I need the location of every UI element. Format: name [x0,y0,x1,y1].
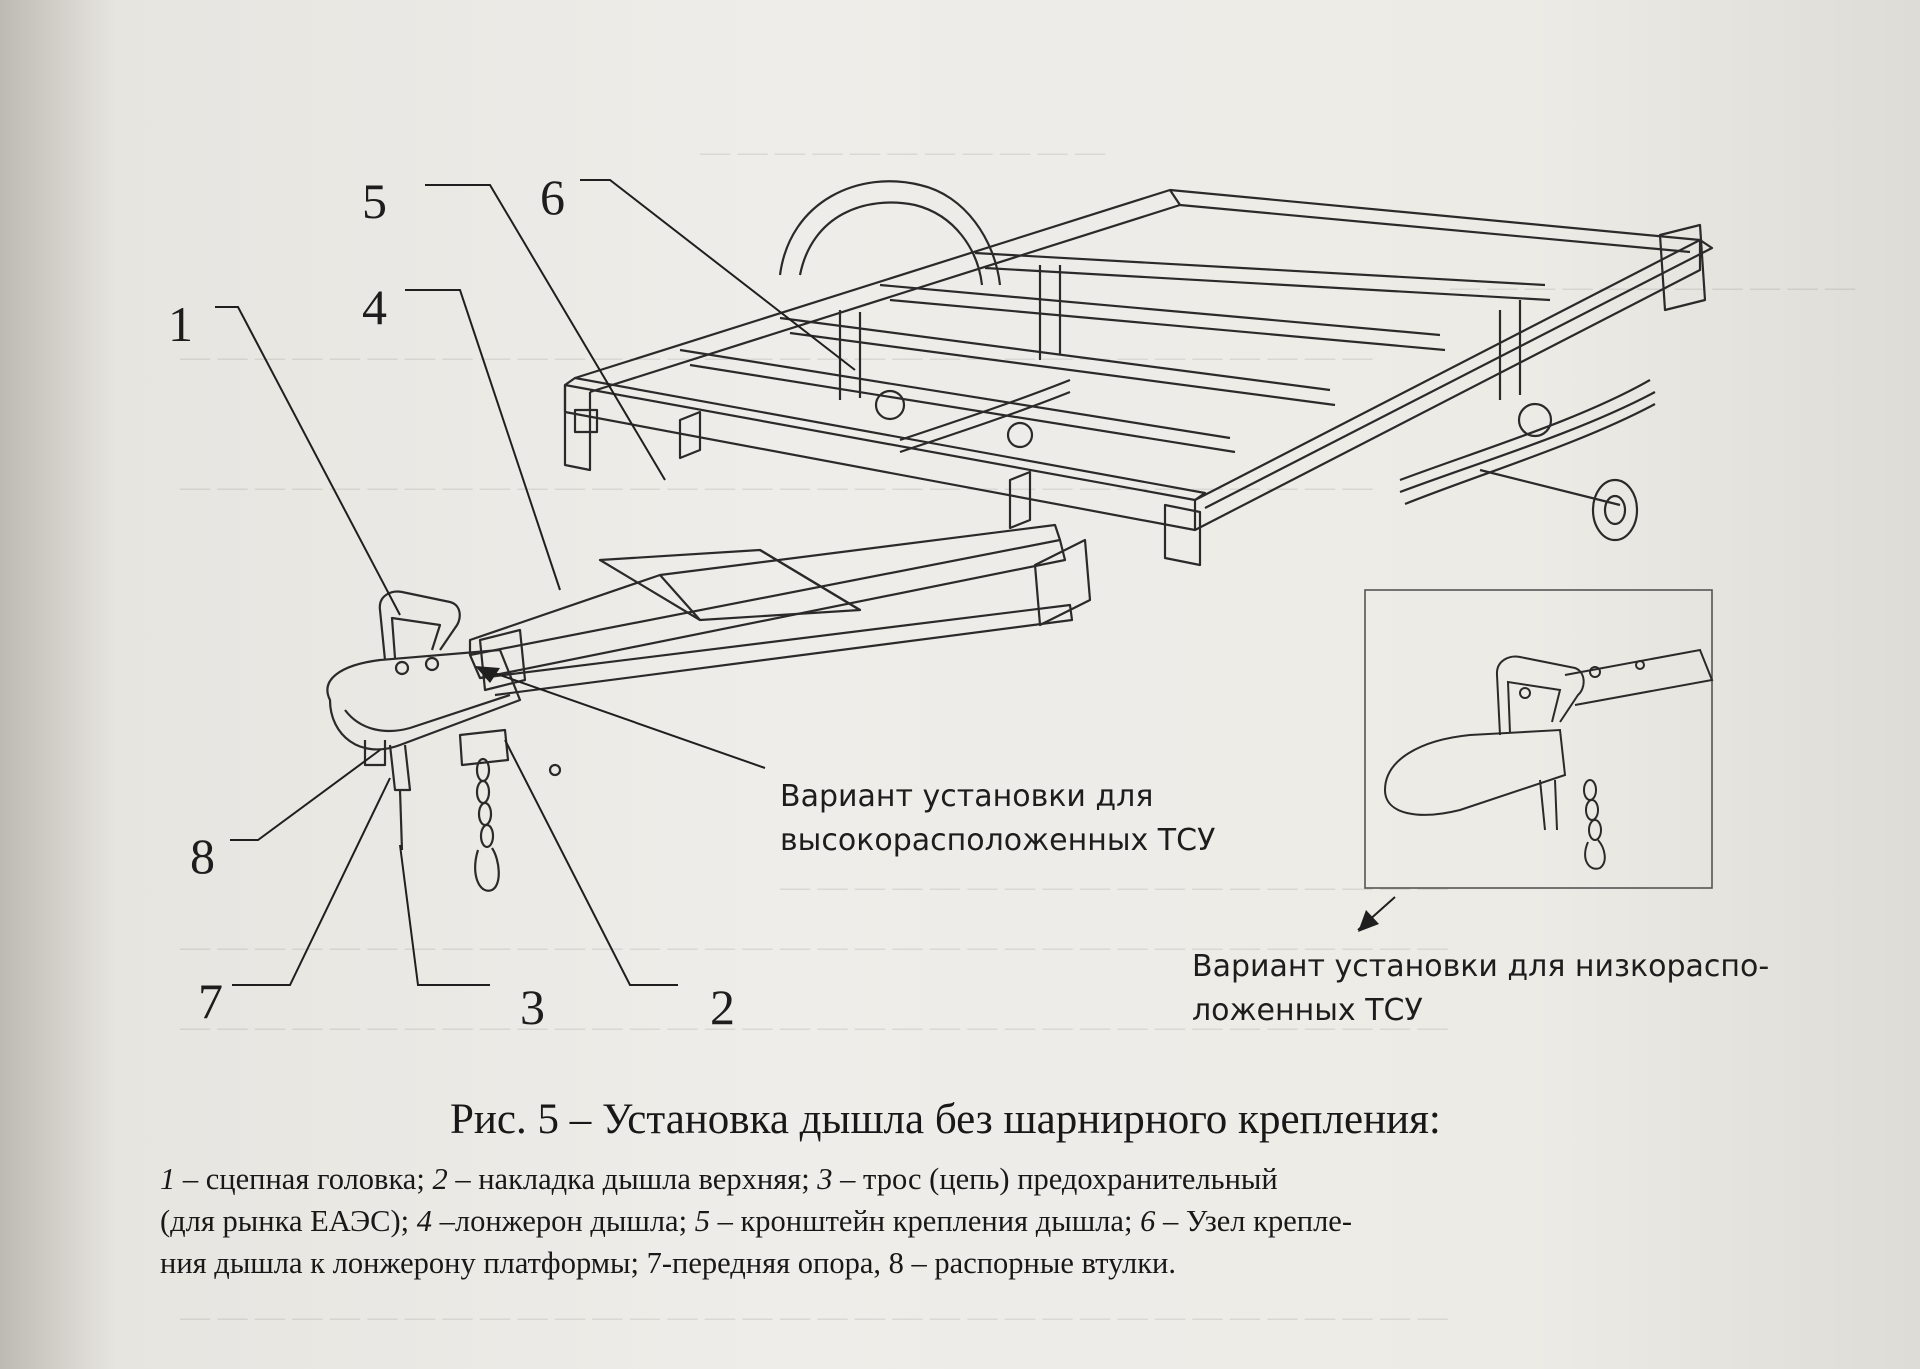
safety-chain [474,757,500,892]
figure-legend: 1 – сцепная головка; 2 – накладка дышла … [160,1158,1740,1284]
legend-item-text: – кронштейн крепления дышла; [709,1204,1141,1238]
legend-line: (для рынка ЕАЭС); 4 –лонжерон дышла; 5 –… [160,1200,1740,1242]
arrowhead-high [475,666,500,683]
leader-5 [425,184,666,481]
legend-item-number: 6 [1140,1204,1156,1238]
leaf-spring [1399,379,1651,482]
axle [1479,468,1621,507]
legend-item-number: 5 [694,1204,710,1238]
legend-line: ния дышла к лонжерону платформы; 7-перед… [160,1242,1740,1284]
drawbar-mount-plate [1033,538,1092,627]
right-side-beam [1194,238,1714,509]
label-number-2: 2 [710,979,735,1035]
inset-low-variant [1364,589,1714,889]
fender-arch [778,180,1002,286]
callout-high-line-1: Вариант установки для [780,779,1154,814]
left-side-beam [574,188,1182,394]
label-number-6: 6 [540,169,565,225]
label-number-5: 5 [362,173,387,229]
label-number-8: 8 [190,828,215,884]
callout-low-line-2: ложенных ТСУ [1192,993,1423,1028]
legend-item-number: 2 [432,1162,448,1196]
leader-3 [399,844,490,986]
front-support [388,744,412,792]
legend-item-number: 1 [160,1162,176,1196]
coupling-head [326,648,522,751]
leader-4 [405,289,561,591]
front-crossbeam [563,383,1197,532]
spacer-bushing [363,740,387,767]
arrow-high-variant [479,667,766,769]
legend-item-number: 4 [416,1204,433,1238]
legend-item-text: – сцепная головка; [175,1162,433,1196]
leader-2 [504,739,678,986]
leader-8 [230,749,381,841]
legend-item-text: – Узел крепле- [1155,1204,1352,1238]
arrowhead-low [1358,910,1379,932]
callout-high-line-2: высокорасположенных ТСУ [780,823,1216,858]
coupling-handle [378,590,461,661]
callout-high-mounted: Вариант установки для высокорасположенны… [780,775,1215,863]
label-number-3: 3 [520,979,545,1035]
leader-1 [215,306,401,616]
drawbar-beam [468,538,1067,680]
callout-low-mounted: Вариант установки для низкораспо- ложенн… [1192,945,1769,1033]
leader-6 [580,179,856,371]
rear-crossbeam [1169,188,1701,242]
legend-line: 1 – сцепная головка; 2 – накладка дышла … [160,1158,1740,1200]
label-number-4: 4 [362,279,387,335]
legend-item-number: 3 [817,1162,833,1196]
label-number-1: 1 [168,296,193,352]
legend-item-text: –лонжерон дышла; [432,1204,695,1238]
figure-caption-title: Рис. 5 – Установка дышла без шарнирного … [450,1096,1441,1143]
label-number-7: 7 [198,973,223,1029]
legend-item-text: – трос (цепь) предохранительный [832,1162,1278,1196]
legend-item-text: (для рынка ЕАЭС); [160,1204,417,1238]
legend-item-text: – накладка дышла верхняя; [447,1162,818,1196]
legend-item-text: ния дышла к лонжерону платформы; 7-перед… [160,1246,1177,1280]
leader-7 [232,777,391,986]
callout-low-line-1: Вариант установки для низкораспо- [1192,949,1770,984]
